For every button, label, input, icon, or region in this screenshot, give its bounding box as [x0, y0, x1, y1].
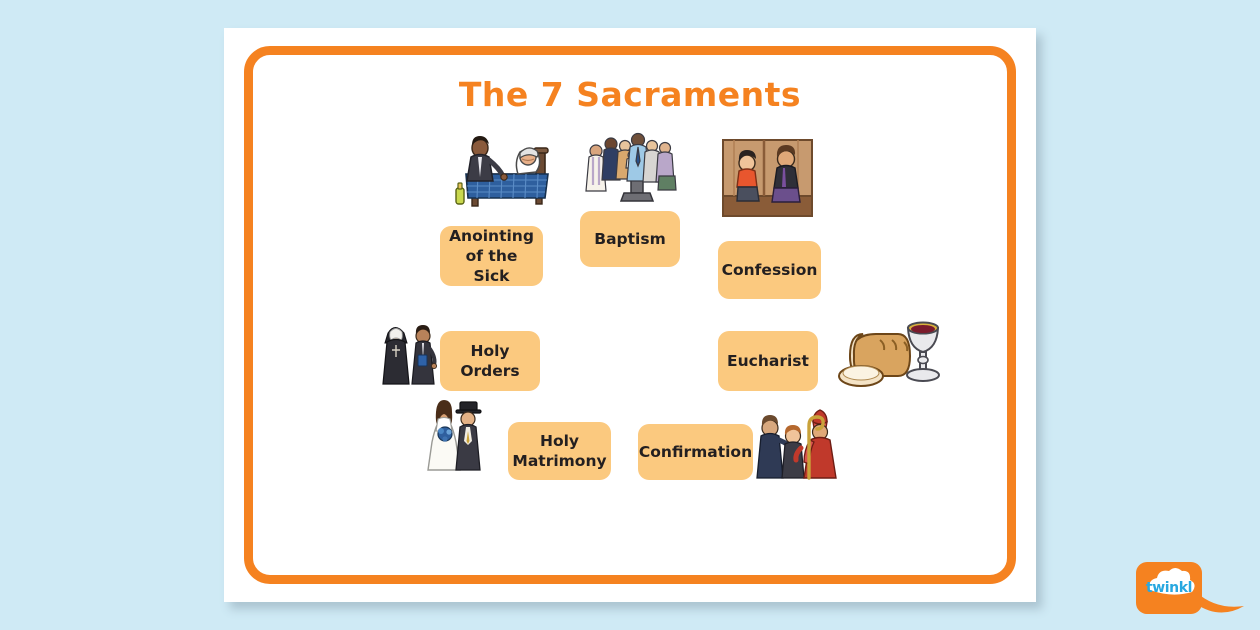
sacrament-label-eucharist[interactable]: Eucharist	[718, 331, 818, 391]
twinkl-logo[interactable]: twinkl	[1136, 562, 1244, 614]
twinkl-logo-text: twinkl	[1145, 580, 1193, 596]
baptism-font-icon	[580, 124, 678, 210]
nun-and-priest-icon	[382, 319, 442, 391]
sacrament-label-anointing-of-the-sick[interactable]: Anointing of the Sick	[440, 226, 543, 286]
bride-and-groom-icon	[426, 396, 492, 478]
confessional-scene-icon	[720, 138, 815, 220]
sacrament-label-baptism[interactable]: Baptism	[580, 211, 680, 267]
sacrament-label-holy-matrimony[interactable]: Holy Matrimony	[508, 422, 611, 480]
sacrament-label-confirmation[interactable]: Confirmation	[638, 424, 753, 480]
poster-sheet: The 7 Sacraments	[224, 28, 1244, 614]
bread-and-chalice-icon	[836, 310, 942, 396]
sacrament-label-holy-orders[interactable]: Holy Orders	[440, 331, 540, 391]
page-title: The 7 Sacraments	[458, 75, 802, 114]
poster-orange-frame	[244, 46, 1016, 584]
twinkl-logo-swoosh-icon	[1136, 562, 1244, 614]
sacrament-label-confession[interactable]: Confession	[718, 241, 821, 299]
priest-at-bedside-icon	[444, 126, 564, 231]
bishop-confirming-boy-icon	[754, 406, 842, 482]
